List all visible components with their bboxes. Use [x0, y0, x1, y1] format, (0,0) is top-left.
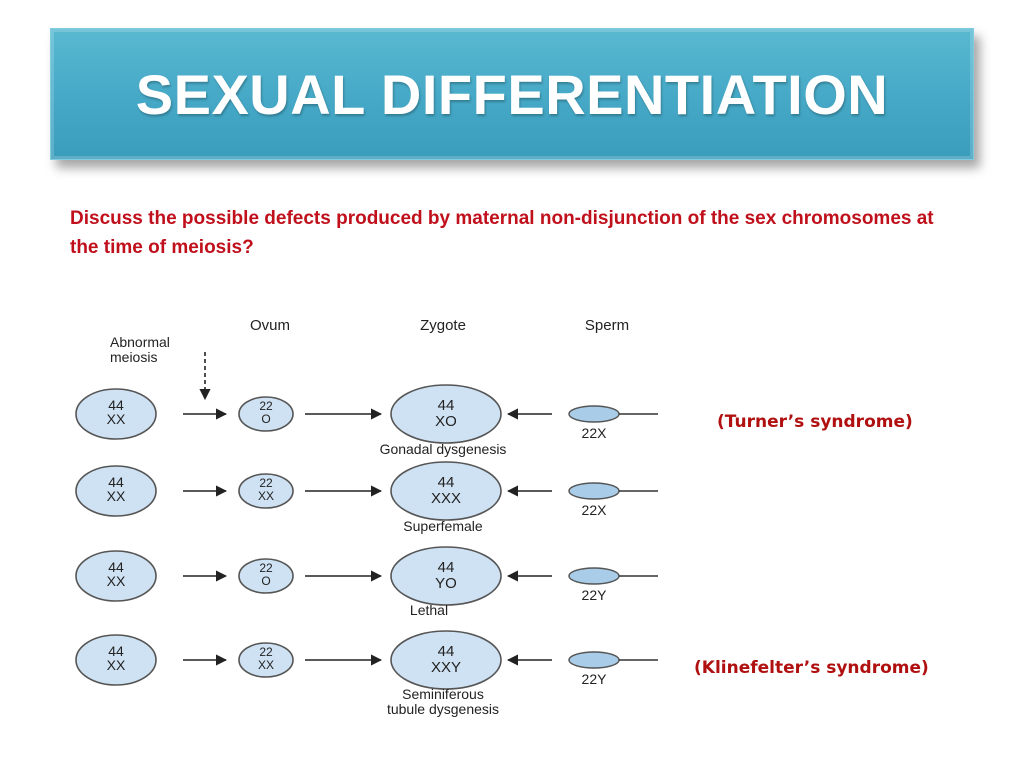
zygote-cell — [390, 630, 502, 690]
outcome-label: Gonadal dysgenesis — [380, 441, 507, 457]
turner-syndrome-label: (Turner’s syndrome) — [717, 412, 913, 432]
zygote-label-bottom: YO — [435, 575, 457, 592]
sperm-label: 22Y — [582, 587, 608, 603]
parent-cell — [75, 550, 157, 602]
diagram-row: 44 XX 22 O 44 YO 22Y Lethal — [75, 546, 658, 618]
diagram-row: 44 XX 22 O 44 XO 22X Gonadal dysgenesis — [75, 384, 658, 457]
parent-label-top: 44 — [108, 643, 124, 659]
zygote-label-top: 44 — [438, 397, 455, 414]
outcome-label: tubule dysgenesis — [387, 701, 499, 717]
abnormal-meiosis-label: meiosis — [110, 349, 157, 365]
ovum-cell — [238, 558, 294, 594]
parent-label-top: 44 — [108, 397, 124, 413]
zygote-label-bottom: XXX — [431, 490, 461, 507]
sperm-label: 22Y — [582, 671, 608, 687]
title-banner: SEXUAL DIFFERENTIATION — [50, 28, 974, 160]
ovum-label-bottom: XX — [258, 658, 274, 672]
header-ovum: Ovum — [250, 317, 290, 334]
sperm-head — [568, 482, 620, 500]
zygote-label-top: 44 — [438, 559, 455, 576]
zygote-label-bottom: XO — [435, 413, 457, 430]
outcome-label: Superfemale — [403, 518, 483, 534]
parent-label-bottom: XX — [107, 657, 126, 673]
parent-label-bottom: XX — [107, 411, 126, 427]
sperm-head — [568, 651, 620, 669]
abnormal-meiosis-label: Abnormal — [110, 334, 170, 350]
outcome-label: Lethal — [410, 602, 448, 618]
ovum-cell — [238, 642, 294, 678]
ovum-label-bottom: O — [261, 412, 270, 426]
header-zygote: Zygote — [420, 317, 466, 334]
zygote-label-top: 44 — [438, 643, 455, 660]
zygote-label-bottom: XXY — [431, 659, 461, 676]
ovum-cell — [238, 396, 294, 432]
parent-cell — [75, 634, 157, 686]
ovum-label-top: 22 — [259, 645, 273, 659]
zygote-label-top: 44 — [438, 474, 455, 491]
ovum-cell — [238, 473, 294, 509]
ovum-label-top: 22 — [259, 561, 273, 575]
outcome-label: Seminiferous — [402, 686, 484, 702]
parent-label-top: 44 — [108, 474, 124, 490]
sperm-head — [568, 567, 620, 585]
ovum-label-bottom: XX — [258, 489, 274, 503]
header-sperm: Sperm — [585, 317, 629, 334]
zygote-cell — [390, 461, 502, 521]
ovum-label-top: 22 — [259, 399, 273, 413]
parent-label-bottom: XX — [107, 488, 126, 504]
zygote-cell — [390, 384, 502, 444]
sperm-label: 22X — [582, 425, 608, 441]
diagram-row: 44 XX 22 XX 44 XXY 22Y Seminiferous tubu… — [75, 630, 658, 717]
parent-label-top: 44 — [108, 559, 124, 575]
ovum-label-bottom: O — [261, 574, 270, 588]
parent-cell — [75, 388, 157, 440]
question-text: Discuss the possible defects produced by… — [70, 208, 934, 258]
sperm-head — [568, 405, 620, 423]
klinefelter-syndrome-label: (Klinefelter’s syndrome) — [694, 658, 929, 678]
diagram-row: 44 XX 22 XX 44 XXX 22X Superfemale — [75, 461, 658, 534]
parent-cell — [75, 465, 157, 517]
ovum-label-top: 22 — [259, 476, 273, 490]
zygote-cell — [390, 546, 502, 606]
slide-title: SEXUAL DIFFERENTIATION — [135, 62, 889, 126]
sperm-label: 22X — [582, 502, 608, 518]
parent-label-bottom: XX — [107, 573, 126, 589]
